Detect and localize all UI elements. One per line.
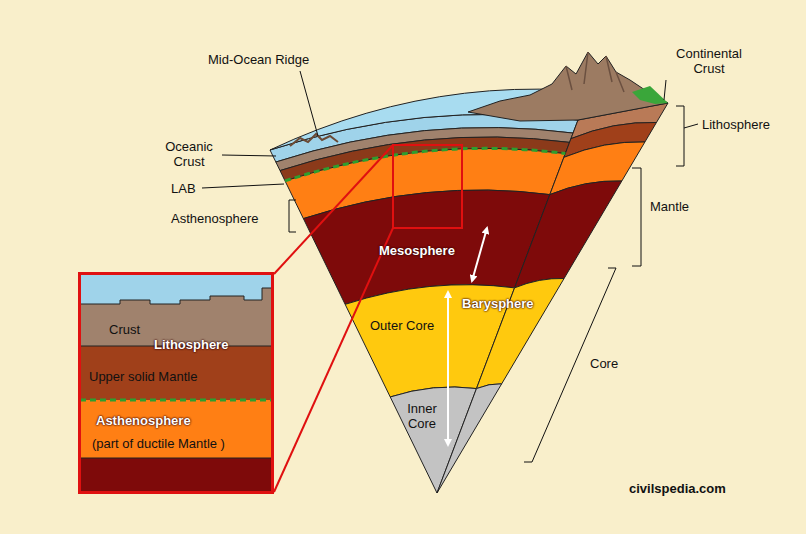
inset-label: (part of ductile Mantle ) (92, 436, 225, 451)
layer-label: Continental Crust (668, 46, 750, 76)
zoom-rectangle (393, 145, 462, 228)
layer-label: Mantle (650, 199, 689, 214)
layer-label: Lithosphere (702, 117, 770, 132)
inset-crust (80, 274, 272, 346)
leader-line (300, 71, 318, 136)
side-inner-core-layer (437, 384, 502, 493)
layer-label: civilspedia.com (629, 481, 726, 496)
leader-line (664, 80, 666, 100)
layer-label: Outer Core (370, 318, 434, 333)
inset-label: Upper solid Mantle (89, 369, 197, 384)
layer-label: Asthenosphere (171, 211, 258, 226)
leader-line (222, 155, 276, 156)
inset-ocean (80, 274, 272, 304)
lab-line (80, 399, 272, 402)
bracket (289, 200, 296, 232)
layer-label: Inner Core (402, 401, 442, 431)
double-arrow (472, 228, 487, 281)
layer-label: LAB (171, 181, 196, 196)
inset-label: Asthenosphere (96, 413, 191, 428)
double-arrow (447, 292, 449, 445)
layer-label: Barysphere (462, 296, 534, 311)
zoom-line (274, 145, 393, 274)
continent-shape (468, 52, 668, 121)
bracket (632, 168, 641, 266)
inset-label: Crust (109, 322, 140, 337)
bracket (676, 106, 698, 166)
leader-line (202, 184, 284, 188)
layer-label: Mesosphere (379, 243, 455, 258)
inset-upper-mantle (80, 274, 272, 400)
mountain-ridges (566, 52, 624, 92)
inset-label: Lithosphere (154, 337, 228, 352)
layer-label: Mid-Ocean Ridge (208, 52, 309, 67)
layer-label: Core (590, 356, 618, 371)
side-outer-core-layer (476, 278, 564, 388)
vegetation-patch (632, 86, 668, 104)
side-mesosphere-layer (515, 181, 622, 288)
ridge-symbol (290, 134, 338, 146)
inset-ground (80, 274, 272, 492)
inset-box: CrustLithosphereUpper solid MantleAsthen… (78, 272, 274, 494)
inset-asthenosphere (80, 274, 272, 458)
zoom-line (274, 228, 393, 492)
lab-line (285, 148, 565, 181)
layer-label: Oceanic Crust (160, 139, 218, 169)
layer-boundary (80, 458, 272, 459)
